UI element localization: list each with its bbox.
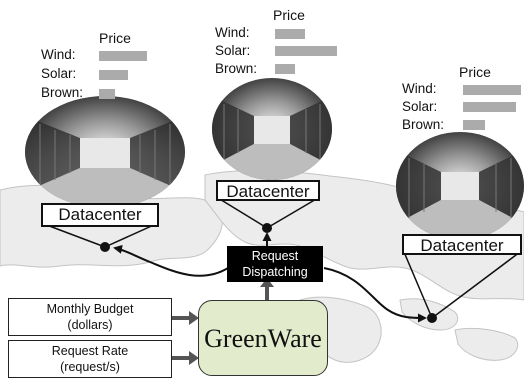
datacenter-image-3 [396, 132, 524, 240]
server-room-icon [212, 78, 332, 180]
server-room-icon [25, 96, 185, 208]
callout-line [431, 251, 521, 319]
callout-line [403, 251, 433, 319]
request-rate-line1: Request Rate [51, 344, 129, 358]
price-bar-wind [463, 85, 521, 95]
callout-line [266, 197, 319, 229]
price-bar-brown [275, 64, 295, 74]
source-brown-label: Brown: [41, 85, 84, 100]
datacenter-label-1: Datacenter [41, 203, 159, 227]
greenware-box: GreenWare [198, 300, 328, 376]
location-dot [100, 242, 110, 252]
price-heading: Price [99, 30, 131, 46]
datacenter-image-1 [25, 96, 185, 208]
price-heading: Price [459, 64, 491, 80]
dispatch-line1: Request [251, 249, 299, 263]
source-brown-label: Brown: [402, 117, 445, 132]
callout-line [104, 223, 157, 248]
output-arrowhead-dispatch [260, 278, 274, 287]
source-brown-label: Brown: [215, 61, 258, 76]
server-room-icon [396, 132, 524, 240]
price-heading: Price [273, 7, 305, 23]
map-landmass-east [454, 327, 519, 361]
price-bar-solar [275, 46, 337, 56]
monthly-budget-line2: (dollars) [67, 318, 113, 332]
monthly-budget-box: Monthly Budget (dollars) [8, 298, 172, 336]
input-arrowhead-rate [189, 351, 199, 365]
location-dot [262, 223, 272, 233]
request-rate-box: Request Rate (request/s) [8, 340, 172, 378]
source-wind-label: Wind: [41, 47, 76, 62]
price-bar-wind [275, 29, 305, 39]
dispatch-arrow-east [323, 267, 427, 323]
price-bar-wind [99, 51, 147, 61]
request-dispatching-box: Request Dispatching [227, 246, 323, 282]
request-rate-line2: (request/s) [60, 360, 120, 374]
datacenter-label-2: Datacenter [216, 180, 320, 201]
callout-line [217, 197, 268, 229]
price-bar-solar [463, 102, 516, 112]
source-solar-label: Solar: [41, 66, 77, 81]
source-wind-label: Wind: [402, 81, 437, 96]
source-wind-label: Wind: [215, 25, 250, 40]
price-bar-solar [99, 70, 128, 80]
source-solar-label: Solar: [402, 99, 438, 114]
monthly-budget-line1: Monthly Budget [46, 302, 134, 316]
price-bar-brown [463, 120, 485, 130]
callout-line [43, 223, 106, 248]
datacenter-image-2 [212, 78, 332, 180]
dispatch-arrow-west [113, 244, 229, 277]
datacenter-label-3: Datacenter [402, 234, 522, 255]
input-arrowhead-budget [189, 311, 199, 325]
location-dot [427, 313, 437, 323]
price-bar-brown [99, 89, 115, 99]
source-solar-label: Solar: [215, 43, 251, 58]
dispatch-line2: Dispatching [242, 265, 308, 279]
